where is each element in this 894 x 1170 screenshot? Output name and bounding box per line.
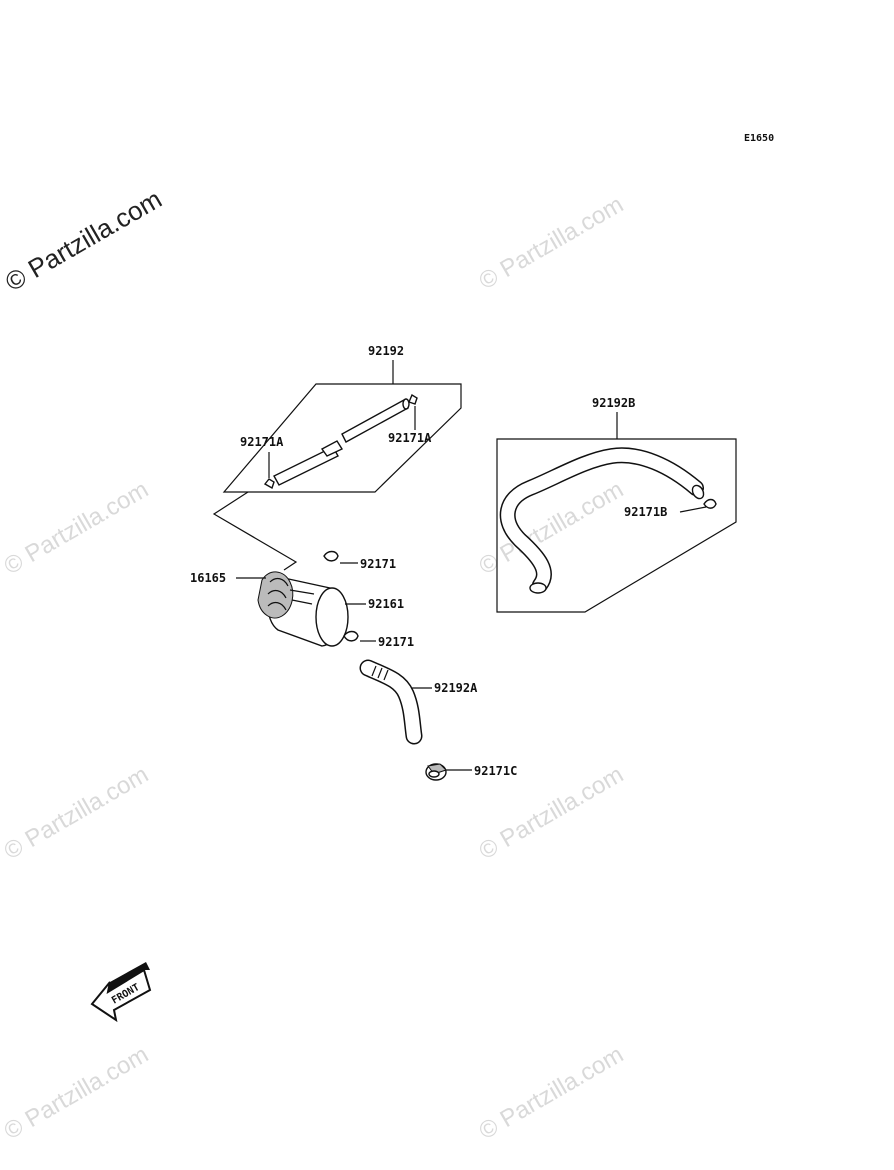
part-label-92161: 92161 bbox=[368, 597, 404, 611]
part-label-92171-top: 92171 bbox=[360, 557, 396, 571]
filter-assembly: 92171 16165 92161 92171 bbox=[190, 550, 414, 649]
clamp-92171c: 92171C bbox=[425, 763, 517, 781]
watermark: © Partzilla.com bbox=[0, 761, 153, 865]
hose-assembly-92192b: 92192B 92171B bbox=[496, 396, 737, 613]
part-label-92171-bottom: 92171 bbox=[378, 635, 414, 649]
front-arrow-icon: FRONT bbox=[90, 962, 152, 1023]
partzilla-watermark: © Partzilla.com bbox=[0, 184, 167, 298]
elbow-hose-92192a: 92192A bbox=[359, 659, 478, 745]
part-label-92171b: 92171B bbox=[624, 505, 667, 519]
hose-rod bbox=[273, 398, 410, 486]
clamp-icon bbox=[323, 550, 339, 562]
clamp-icon bbox=[408, 393, 418, 405]
part-label-92171a-right: 92171A bbox=[388, 431, 432, 445]
watermark: © Partzilla.com bbox=[0, 1041, 153, 1145]
part-label-92171c: 92171C bbox=[474, 764, 517, 778]
part-label-92192b: 92192B bbox=[592, 396, 635, 410]
watermark: © Partzilla.com bbox=[475, 191, 629, 295]
clamp-icon bbox=[343, 630, 359, 642]
group-outline bbox=[496, 438, 737, 613]
diagram-code: E1650 bbox=[744, 133, 774, 144]
watermark: © Partzilla.com bbox=[475, 1041, 629, 1145]
clamp-icon bbox=[263, 478, 275, 490]
part-label-92192a: 92192A bbox=[434, 681, 478, 695]
part-label-16165: 16165 bbox=[190, 571, 226, 585]
part-label-92192: 92192 bbox=[368, 344, 404, 358]
clamp-icon bbox=[703, 498, 717, 509]
hose-assembly-92192: 92192 92171A 92171A bbox=[222, 344, 462, 493]
group-outline bbox=[222, 383, 462, 493]
part-label-92171a-left: 92171A bbox=[240, 435, 284, 449]
watermark: © Partzilla.com bbox=[0, 476, 153, 580]
